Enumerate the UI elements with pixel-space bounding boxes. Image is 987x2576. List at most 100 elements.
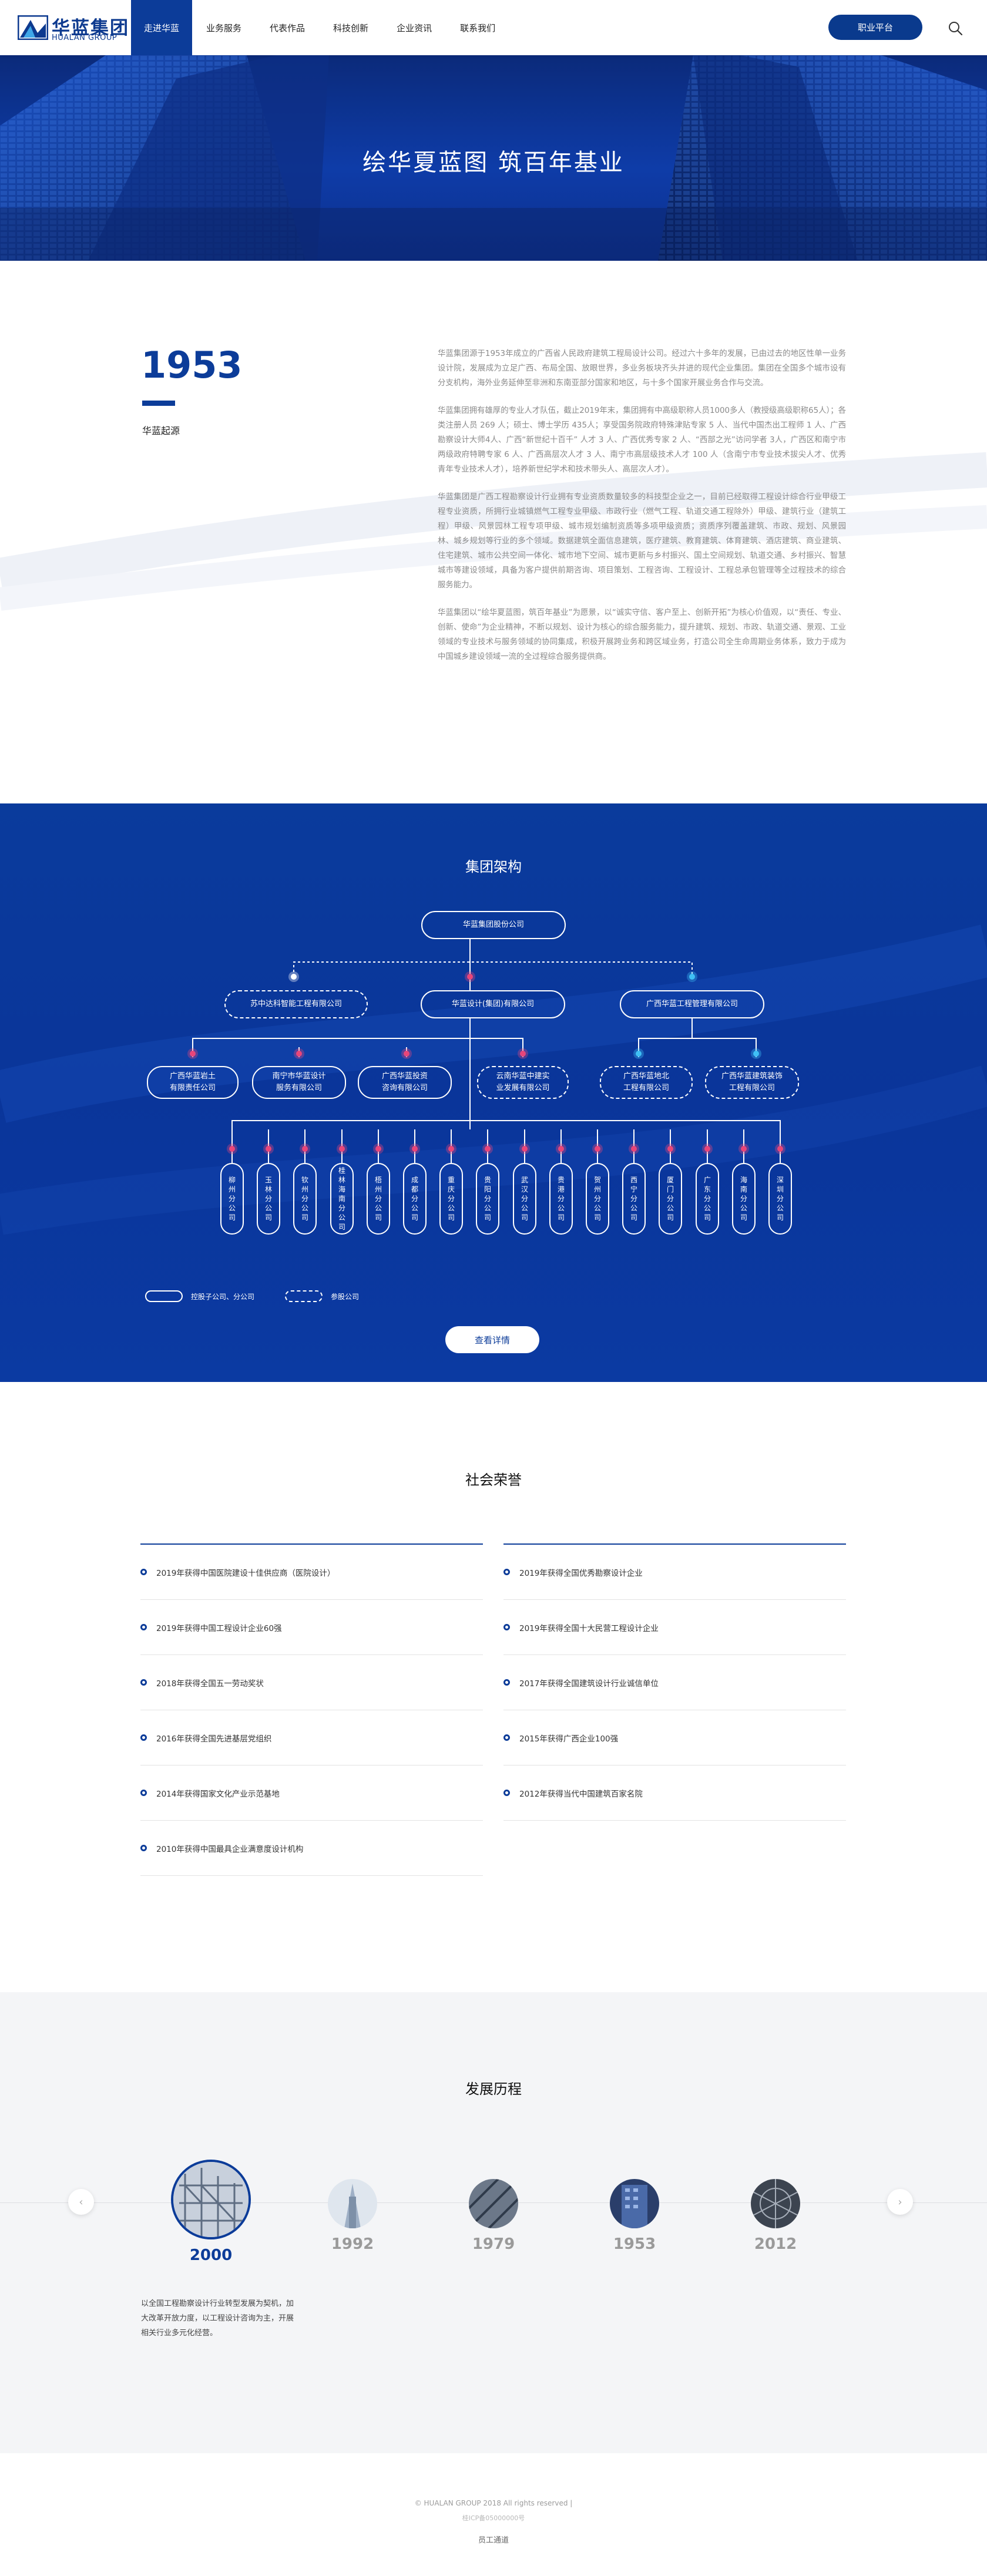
node-dot	[448, 1146, 454, 1152]
org-node-level3[interactable]: 广西华蓝地北 工程有限公司	[600, 1066, 693, 1099]
year-underline	[142, 401, 175, 406]
search-icon[interactable]	[947, 20, 964, 36]
branch-office-node[interactable]: 成都分公司	[403, 1163, 427, 1235]
bullet-icon	[503, 1790, 510, 1796]
org-node-level3[interactable]: 广西华蓝岩土 有限责任公司	[147, 1066, 239, 1099]
node-dot	[558, 1146, 564, 1152]
history-title: 发展历程	[465, 2081, 522, 2097]
branch-office-label: 桂林海南分公司	[338, 1166, 346, 1231]
node-dot	[404, 1051, 409, 1057]
node-dot	[302, 1146, 308, 1152]
branch-office-node[interactable]: 广东分公司	[696, 1163, 719, 1235]
timeline-prev-button[interactable]: ‹	[68, 2189, 94, 2215]
nav-item-news[interactable]: 企业资讯	[397, 22, 432, 33]
timeline-item[interactable]: 1992	[326, 2179, 379, 2253]
node-dot	[753, 1051, 759, 1057]
branch-office-node[interactable]: 西宁分公司	[622, 1163, 646, 1235]
honor-text: 2015年获得广西企业100强	[519, 1734, 619, 1744]
branch-office-node[interactable]: 武汉分公司	[513, 1163, 536, 1235]
node-dot	[339, 1146, 345, 1152]
branch-office-node[interactable]: 重庆分公司	[439, 1163, 463, 1235]
node-dot	[467, 974, 473, 980]
intro-text: 华蓝集团源于1953年成立的广西省人民政府建筑工程局设计公司。经过六十多年的发展…	[438, 347, 846, 677]
legend-solid-label: 控股子公司、分公司	[191, 1292, 255, 1301]
bullet-icon	[140, 1790, 147, 1796]
legend-solid: 控股子公司、分公司	[145, 1290, 254, 1302]
timeline-item[interactable]: 1953	[608, 2179, 661, 2253]
org-node-level2[interactable]: 广西华蓝工程管理有限公司	[620, 990, 764, 1018]
node-dot	[595, 1146, 600, 1152]
branch-office-node[interactable]: 深圳分公司	[768, 1163, 792, 1235]
branch-office-label: 柳州分公司	[229, 1176, 236, 1222]
branch-office-label: 深圳分公司	[777, 1176, 784, 1222]
branch-office-label: 武汉分公司	[521, 1176, 529, 1222]
timeline-next-button[interactable]: ›	[887, 2189, 913, 2215]
nav-item-contact[interactable]: 联系我们	[460, 22, 496, 33]
bullet-icon	[503, 1734, 510, 1741]
bullet-icon	[503, 1624, 510, 1630]
intro-paragraph: 华蓝集团拥有雄厚的专业人才队伍，截止2019年末，集团拥有中高级职称人员1000…	[438, 406, 846, 474]
branch-office-node[interactable]: 厦门分公司	[659, 1163, 682, 1235]
timeline-item[interactable]: 2012	[749, 2179, 802, 2253]
footer-icp[interactable]: 桂ICP备05000000号	[462, 2514, 525, 2522]
career-platform-button[interactable]: 职业平台	[828, 15, 922, 40]
honors-title: 社会荣誉	[465, 1472, 522, 1488]
branch-office-node[interactable]: 桂林海南分公司	[330, 1163, 354, 1235]
org-node-level3[interactable]: 广西华蓝投资 咨询有限公司	[358, 1066, 452, 1099]
history-section: 发展历程 ‹ › 2000 1992	[0, 1992, 987, 2453]
logo[interactable]: 华蓝集团 HUALAN GROUP	[18, 13, 128, 42]
timeline-year: 1992	[331, 2235, 374, 2253]
branch-office-node[interactable]: 梧州分公司	[367, 1163, 390, 1235]
branch-office-node[interactable]: 玉林分公司	[257, 1163, 280, 1235]
honor-item: 2016年获得全国先进基层党组织	[140, 1710, 483, 1765]
hero-banner: 绘华夏蓝图 筑百年基业	[0, 55, 987, 261]
origin-label: 华蓝起源	[142, 425, 180, 436]
staff-channel-link[interactable]: 员工通道	[478, 2536, 509, 2545]
node-dot	[689, 974, 695, 980]
org-node-level2[interactable]: 苏中达科智能工程有限公司	[224, 990, 368, 1018]
intro-background-wave	[0, 452, 987, 611]
nav-item-services[interactable]: 业务服务	[206, 22, 242, 33]
node-dot	[229, 1146, 235, 1152]
org-node-level3[interactable]: 广西华蓝建筑装饰 工程有限公司	[705, 1066, 799, 1099]
bullet-icon	[503, 1569, 510, 1575]
branch-office-node[interactable]: 贵港分公司	[549, 1163, 573, 1235]
branch-office-node[interactable]: 钦州分公司	[293, 1163, 317, 1235]
branch-office-node[interactable]: 贵阳分公司	[476, 1163, 499, 1235]
branch-office-node[interactable]: 柳州分公司	[220, 1163, 244, 1235]
intro-paragraph: 华蓝集团以“绘华夏蓝图，筑百年基业”为愿景，以“诚实守信、客户至上、创新开拓”为…	[438, 608, 846, 661]
footer-copyright: © HUALAN GROUP 2018 All rights reserved …	[414, 2499, 573, 2507]
nav-item-innovation[interactable]: 科技创新	[333, 22, 369, 33]
org-node-level3[interactable]: 云南华蓝中建实 业发展有限公司	[477, 1066, 569, 1099]
honor-item: 2019年获得中国工程设计企业60强	[140, 1600, 483, 1655]
node-dot	[412, 1146, 418, 1152]
steel-structure-image	[469, 2179, 518, 2228]
logo-text-en: HUALAN GROUP	[52, 33, 118, 42]
lattice-structure-image	[751, 2179, 800, 2228]
nav-item-works[interactable]: 代表作品	[270, 22, 306, 33]
branch-office-label: 钦州分公司	[301, 1176, 309, 1222]
org-node-level2[interactable]: 华蓝设计(集团)有限公司	[421, 990, 565, 1018]
org-node-group[interactable]: 华蓝集团股份公司	[421, 911, 566, 939]
honors-list-right: 2019年获得全国优秀勘察设计企业 2019年获得全国十大民营工程设计企业 20…	[503, 1543, 846, 1821]
org-title: 集团架构	[465, 859, 522, 875]
org-node-level3[interactable]: 南宁市华蓝设计 服务有限公司	[252, 1066, 346, 1099]
legend-dash: 参股公司	[285, 1290, 359, 1302]
branch-office-label: 西宁分公司	[630, 1176, 638, 1222]
hero-skyscrapers-illustration	[0, 55, 987, 261]
timeline-item[interactable]: 1979	[467, 2179, 520, 2253]
honor-item: 2017年获得全国建筑设计行业诚信单位	[503, 1655, 846, 1710]
timeline-item-active[interactable]: 2000	[169, 2160, 253, 2264]
main-nav: 走进华蓝 业务服务 代表作品 科技创新 企业资讯 联系我们	[131, 0, 509, 55]
branch-office-node[interactable]: 贺州分公司	[586, 1163, 609, 1235]
site-header: 华蓝集团 HUALAN GROUP 走进华蓝 业务服务 代表作品 科技创新 企业…	[0, 0, 987, 55]
branch-office-label: 梧州分公司	[375, 1176, 382, 1222]
bullet-icon	[140, 1624, 147, 1630]
tower-image	[328, 2179, 377, 2228]
node-dot	[522, 1146, 528, 1152]
view-details-button[interactable]: 查看详情	[445, 1326, 539, 1353]
timeline-year: 1979	[472, 2235, 515, 2253]
branch-office-node[interactable]: 海南分公司	[732, 1163, 756, 1235]
honors-list-left: 2019年获得中国医院建设十佳供应商（医院设计） 2019年获得中国工程设计企业…	[140, 1543, 483, 1876]
nav-item-about[interactable]: 走进华蓝	[131, 0, 193, 55]
